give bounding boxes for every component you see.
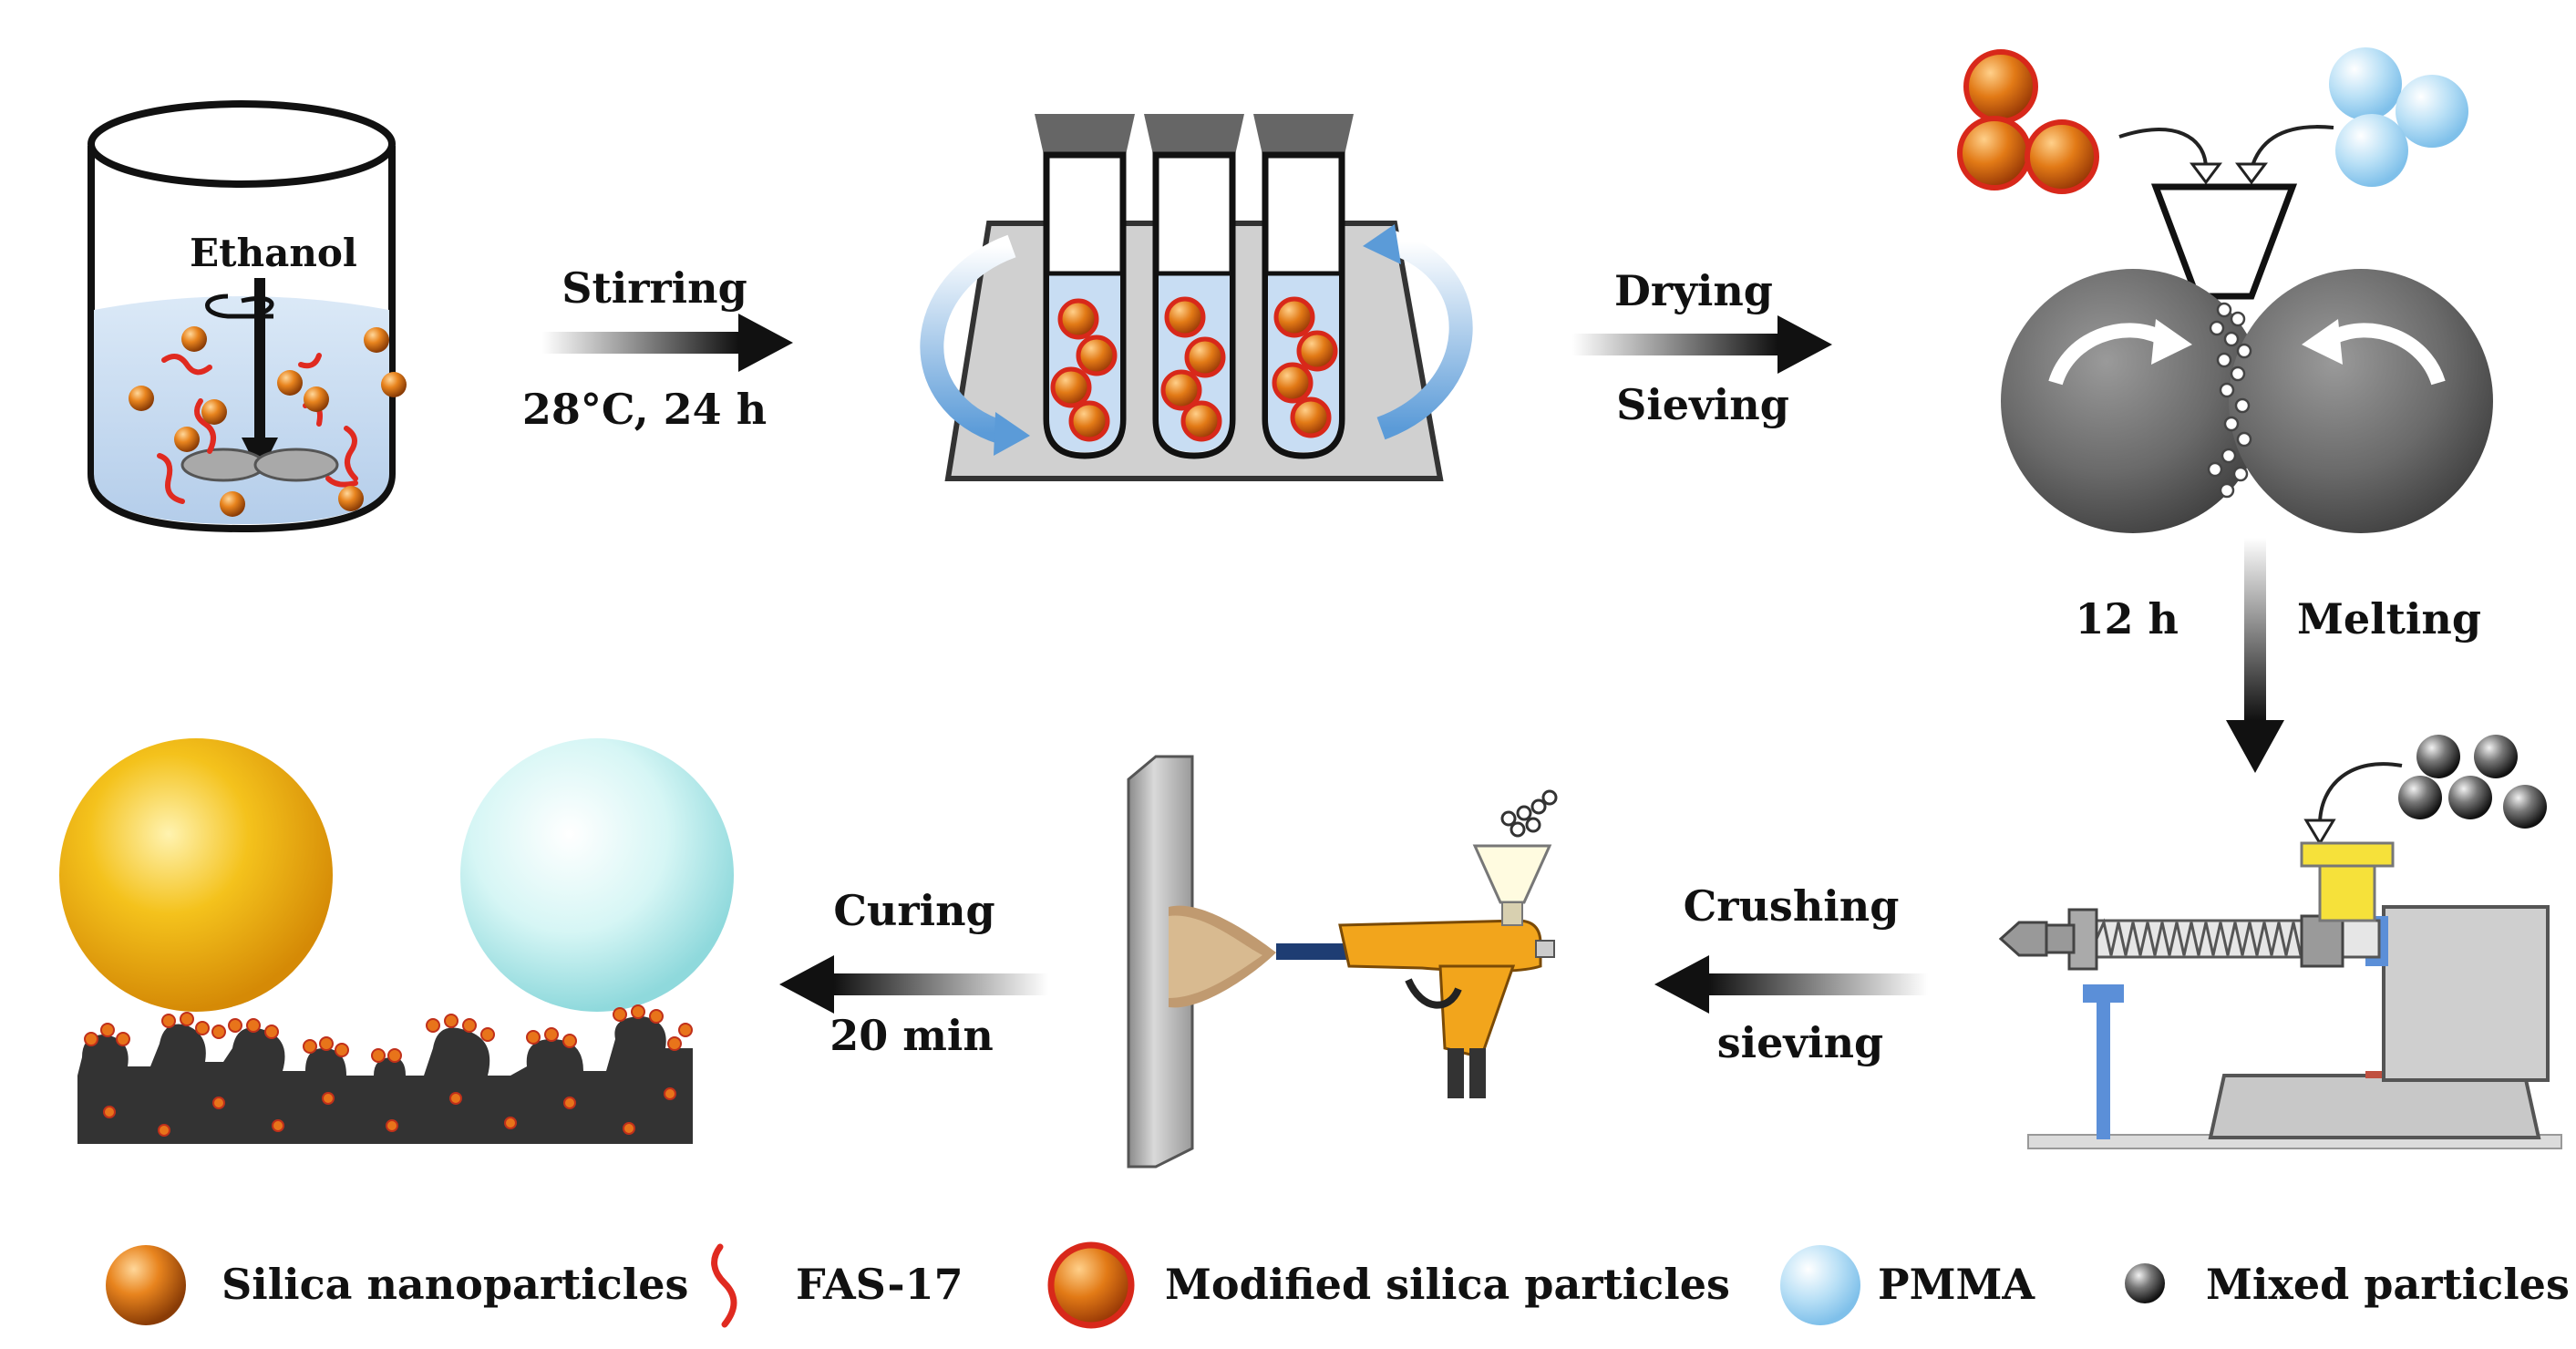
extruder bbox=[1998, 735, 2562, 1149]
fas17-chain-icon bbox=[711, 1243, 737, 1328]
crushing-sieving-label: sieving bbox=[1717, 1018, 1883, 1067]
spray-coating bbox=[1127, 755, 1558, 1169]
melting-time-label: 12 h bbox=[2076, 594, 2179, 644]
mixed-particle-icon bbox=[2125, 1263, 2165, 1303]
legend-label: PMMA bbox=[1878, 1260, 2035, 1309]
ethanol-beaker: Ethanol bbox=[88, 100, 407, 533]
shaker-with-tubes bbox=[920, 114, 1473, 481]
modified-silica-cluster bbox=[1957, 49, 2099, 194]
pmma-cluster bbox=[2329, 47, 2468, 187]
pmma-particle-icon bbox=[1780, 1245, 1860, 1325]
falling-particles bbox=[1500, 789, 1558, 838]
drying-label: Drying bbox=[1614, 266, 1773, 315]
sieving-label: Sieving bbox=[1616, 380, 1789, 429]
legend-label: Mixed particles bbox=[2206, 1260, 2570, 1309]
crushing-arrow: Crushing sieving bbox=[1654, 881, 1928, 1067]
spray-cloud bbox=[1169, 905, 1276, 1008]
falling-particles bbox=[2207, 302, 2252, 499]
curing-time-label: 20 min bbox=[829, 1011, 994, 1060]
mixing-rollers bbox=[1957, 47, 2493, 533]
stirring-conditions-label: 28°C, 24 h bbox=[522, 385, 767, 434]
legend-label: FAS-17 bbox=[796, 1260, 963, 1309]
coating-particles bbox=[84, 1004, 693, 1137]
curing-label: Curing bbox=[833, 886, 994, 935]
melting-arrow: 12 h Melting bbox=[2076, 538, 2481, 773]
yellow-droplet bbox=[59, 738, 333, 1012]
superhydrophobic-coating bbox=[59, 738, 734, 1144]
legend-label: Modified silica particles bbox=[1165, 1260, 1730, 1309]
drying-arrow: Drying Sieving bbox=[1572, 266, 1832, 429]
curing-arrow: Curing 20 min bbox=[779, 886, 1048, 1060]
silica-nanoparticle-icon bbox=[106, 1245, 186, 1325]
mixed-particles-cluster bbox=[2398, 735, 2547, 829]
modified-silica-particle-icon bbox=[1047, 1241, 1135, 1329]
melting-label: Melting bbox=[2297, 594, 2481, 644]
silica-nanoparticles-in-beaker bbox=[129, 326, 407, 517]
stirring-label: Stirring bbox=[562, 263, 747, 313]
cyan-droplet bbox=[460, 738, 734, 1012]
modified-particles-in-tubes bbox=[1050, 296, 1338, 442]
spray-gun bbox=[1276, 844, 1555, 1098]
ethanol-label: Ethanol bbox=[190, 231, 357, 275]
legend-label: Silica nanoparticles bbox=[222, 1260, 688, 1309]
stirring-arrow: Stirring 28°C, 24 h bbox=[522, 263, 793, 434]
legend: Silica nanoparticles FAS-17 Modified sil… bbox=[106, 1241, 2570, 1329]
crushing-label: Crushing bbox=[1684, 881, 1900, 931]
